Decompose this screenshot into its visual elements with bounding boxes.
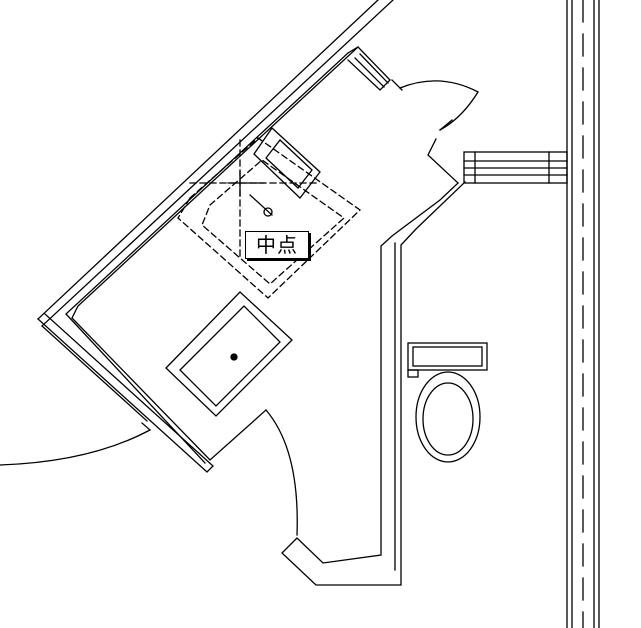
wash-basin <box>165 291 293 417</box>
snap-midpoint-tooltip: 中点 <box>245 231 309 259</box>
toilet <box>407 342 488 463</box>
right-exterior-wall <box>566 0 600 628</box>
right-window <box>463 151 568 184</box>
vanity-sink <box>177 127 362 299</box>
door-swings <box>0 80 479 536</box>
diagonal-exterior-wall <box>37 0 394 473</box>
diagonal-window <box>347 46 391 91</box>
